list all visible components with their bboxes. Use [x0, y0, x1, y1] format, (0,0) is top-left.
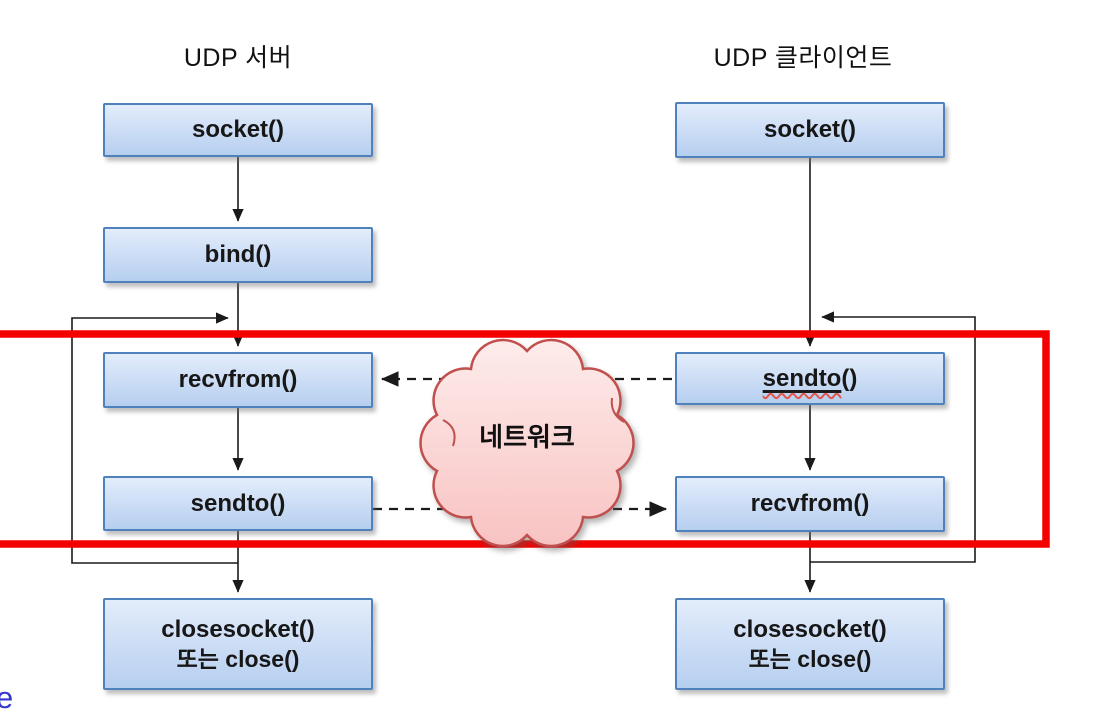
clipped-link-text-fragment: e — [0, 680, 14, 715]
client-socket-label: socket() — [763, 116, 857, 143]
client-recvfrom-label: recvfrom() — [750, 490, 870, 517]
server-sendto-box: sendto() — [103, 476, 373, 531]
client-loop-back-line — [810, 311, 976, 563]
client-sendto-label: sendto() — [763, 364, 858, 394]
client-sendto-box: sendto() — [675, 352, 945, 405]
server-close-label-line1: closesocket() — [161, 615, 315, 643]
server-loop-back-line — [71, 312, 238, 564]
network-cloud — [419, 338, 635, 548]
server-recvfrom-box: recvfrom() — [103, 352, 373, 408]
client-column-title: UDP 클라이언트 — [713, 44, 893, 72]
cloud-curl-right — [610, 397, 625, 423]
server-bind-label: bind() — [204, 241, 272, 268]
cloud-curl-left — [442, 419, 456, 447]
network-cloud-label: 네트워크 — [479, 422, 575, 452]
server-socket-box: socket() — [103, 103, 373, 157]
server-close-box: closesocket() 또는 close() — [103, 598, 373, 690]
client-close-box: closesocket() 또는 close() — [675, 598, 945, 690]
client-sendto-misspelled-text: sendto — [762, 364, 842, 392]
client-sendto-label-suffix: () — [841, 364, 858, 392]
client-socket-box: socket() — [675, 102, 945, 158]
server-recvfrom-label: recvfrom() — [178, 366, 298, 393]
client-close-label-line1: closesocket() — [733, 615, 887, 643]
server-close-label-line2: 또는 close() — [176, 645, 300, 672]
cloud-shape — [419, 338, 635, 548]
server-socket-label: socket() — [191, 116, 285, 143]
server-bind-box: bind() — [103, 227, 373, 283]
client-close-label-line2: 또는 close() — [748, 645, 872, 672]
server-sendto-label: sendto() — [190, 489, 286, 517]
client-recvfrom-box: recvfrom() — [675, 476, 945, 532]
server-column-title: UDP 서버 — [183, 44, 293, 72]
